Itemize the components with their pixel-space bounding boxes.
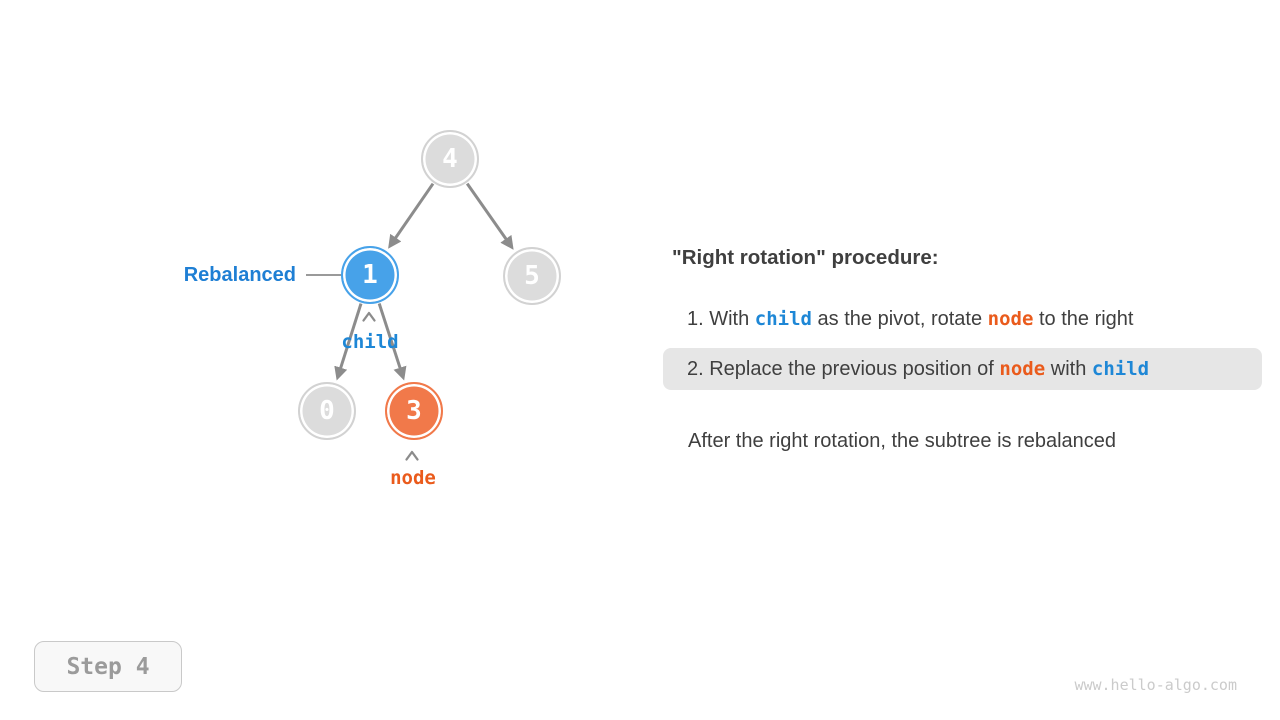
tree-node-3: 3	[385, 382, 443, 440]
step-text: 2. Replace the previous position of	[687, 358, 1000, 380]
tree-edge-4-1	[388, 182, 435, 249]
child-pointer-label: child	[341, 331, 399, 353]
procedure-step-2: 2. Replace the previous position of node…	[663, 348, 1262, 390]
step-text: with	[1045, 358, 1092, 380]
tree-node-0: 0	[298, 382, 356, 440]
procedure-heading: "Right rotation" procedure:	[672, 246, 939, 269]
watermark: www.hello-algo.com	[1074, 676, 1237, 694]
up-caret-icon	[405, 450, 419, 461]
code-token: node	[987, 308, 1034, 330]
step-badge-label: Step 4	[66, 653, 150, 680]
tree-node-4: 4	[421, 130, 479, 188]
rebalanced-connector-line	[306, 274, 342, 276]
code-token: child	[1091, 358, 1150, 380]
code-token: node	[999, 358, 1046, 380]
step-text: to the right	[1033, 308, 1134, 330]
rebalanced-label: Rebalanced	[183, 264, 296, 286]
up-caret-icon	[362, 311, 376, 322]
tree-node-1: 1	[341, 246, 399, 304]
procedure-panel: "Right rotation" procedure: 1. With chil…	[663, 0, 1262, 520]
procedure-note: After the right rotation, the subtree is…	[688, 430, 1117, 452]
node-pointer-label: node	[390, 467, 436, 489]
step-text: 1. With	[687, 308, 755, 330]
tree-edge-4-5	[465, 182, 514, 250]
code-token: child	[754, 308, 812, 330]
step-badge: Step 4	[34, 641, 182, 692]
tree-node-5: 5	[503, 247, 561, 305]
procedure-step-1: 1. With child as the pivot, rotate node …	[687, 306, 1262, 332]
step-text: as the pivot, rotate	[812, 308, 988, 330]
